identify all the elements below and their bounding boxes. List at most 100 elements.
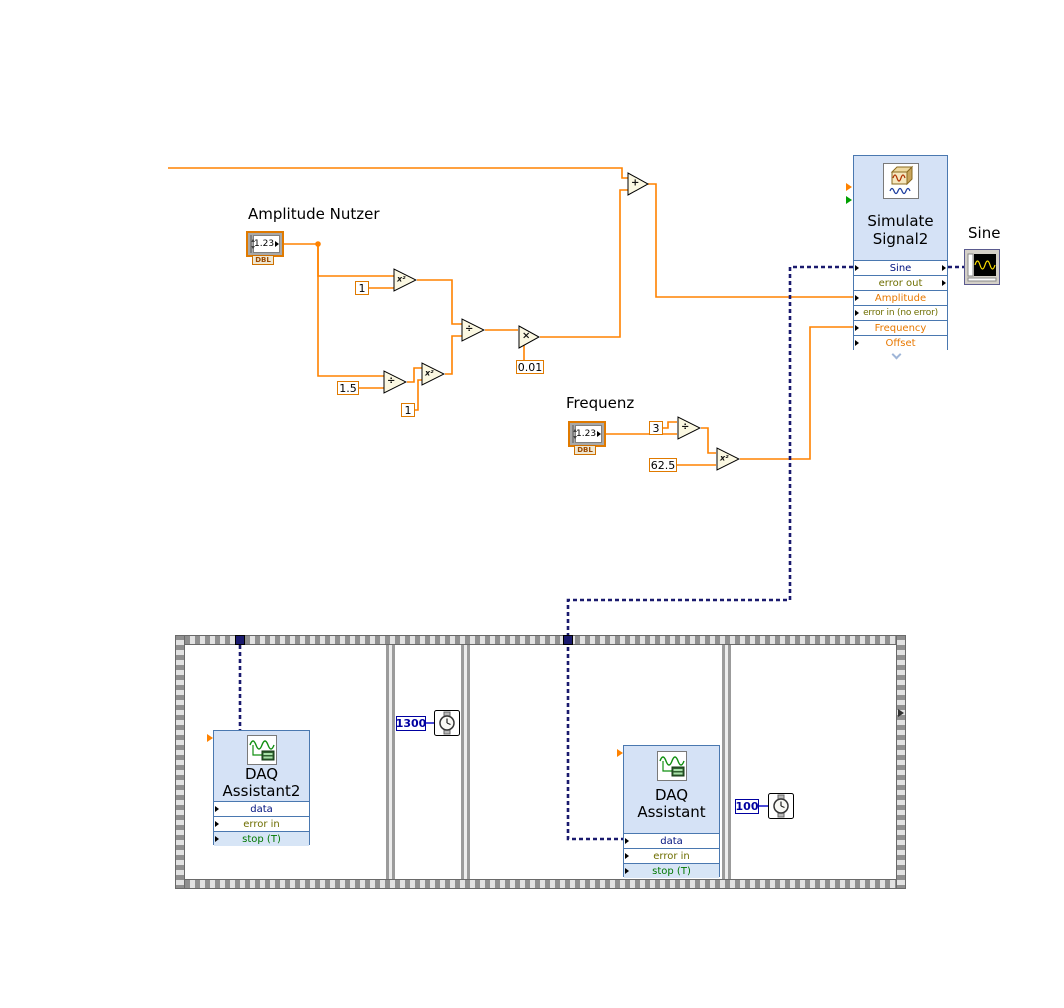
daq-assistant-icon[interactable] [247,735,277,769]
triangle-node-icon [383,370,407,394]
terminal-row-stop[interactable]: stop (T) [624,863,719,878]
wire-branch-divide2[interactable] [317,244,384,377]
sequence-edge-arrow-icon [898,709,904,717]
constant-ratio-base[interactable]: 1.5 [337,381,359,395]
multiply-function[interactable]: × [518,325,540,349]
waveform-graph-icon [964,249,1000,285]
triangle-node-icon [518,325,540,349]
wire-divide2-power3[interactable] [407,367,422,383]
terminal-label: data [250,803,273,815]
constant-wait-100[interactable]: 100 [735,799,759,814]
terminal-row-error-out[interactable]: error out [854,275,947,290]
operator-glyph: x² [720,453,729,463]
daq-assistant2-express-vi[interactable]: DAQ Assistant2 data error in stop (T) [213,730,310,846]
radix-arrow-icon [597,431,602,437]
frequenz-control-value: 1.23 [576,429,597,439]
daq-assistant-express-vi[interactable]: DAQ Assistant data error in stop (T) [623,745,720,878]
input-arrow-icon [625,838,629,844]
control-value-field[interactable]: 1.23 [253,235,281,253]
terminal-row-error-in[interactable]: error in (no error) [854,305,947,320]
terminal-row-error-in[interactable]: error in [624,848,719,863]
sequence-border-top[interactable] [175,635,906,645]
terminal-row-offset[interactable]: Offset [854,335,947,350]
wire-multiply-to-add[interactable] [540,189,628,338]
terminal-row-data[interactable]: data [624,833,719,848]
constant-freq-base[interactable]: 62.5 [649,458,677,472]
constant-scale-factor[interactable]: 0.01 [516,360,544,374]
wire-add-to-amplitude[interactable] [648,183,853,298]
express-vi-title-line1: Simulate [867,212,934,230]
sine-waveform-indicator[interactable] [964,249,1000,289]
terminal-row-amplitude[interactable]: Amplitude [854,290,947,305]
wire-power3-divide4[interactable] [445,335,462,375]
add-function[interactable]: + [627,172,649,196]
terminal-row-sine[interactable]: Sine [854,260,947,275]
time-delay-node[interactable] [434,710,460,740]
express-vi-title-line1: DAQ [244,765,279,783]
divide-function-2[interactable]: ÷ [461,318,485,342]
terminal-label: Frequency [874,322,927,334]
sequence-tunnel-right[interactable] [563,635,573,645]
triangle-node-icon [461,318,485,342]
error-edge-arrow-icon [846,196,852,204]
sequence-frame-divider-1[interactable] [386,645,395,879]
dbl-tag-text: DBL [255,256,271,264]
input-arrow-icon [625,868,629,874]
wire-divide7-power8[interactable] [701,427,716,454]
terminal-label: stop (T) [652,865,691,877]
divide-function-3[interactable]: ÷ [677,416,701,440]
constant-freq-divisor[interactable]: 3 [649,421,663,435]
sequence-border-left[interactable] [175,635,185,889]
input-arrow-icon [855,295,859,301]
triangle-node-icon [716,447,740,471]
input-arrow-icon [855,325,859,331]
wire-power1-divide4[interactable] [417,279,462,325]
sequence-tunnel-left[interactable] [235,635,245,645]
wire-branch-power1[interactable] [317,244,394,277]
frequenz-numeric-control[interactable]: 1.23 [568,421,606,447]
wire-top-feed[interactable] [168,167,628,179]
dbl-type-tag: DBL [252,255,274,265]
increment-decrement-icon[interactable] [250,235,255,253]
simulate-signal-icon[interactable] [883,163,919,203]
terminal-row-data[interactable]: data [214,801,309,816]
amplitude-nutzer-label[interactable]: Amplitude Nutzer [248,205,380,223]
simulate-signal2-express-vi[interactable]: Simulate Signal2 Sine error out Amplitud… [853,155,948,350]
constant-ratio-exponent[interactable]: 1 [401,403,415,417]
sequence-border-bottom[interactable] [175,879,906,889]
constant-amp-exponent[interactable]: 1 [355,281,369,295]
terminal-label: Amplitude [874,292,927,304]
operator-glyph: ÷ [465,323,474,335]
input-arrow-icon [855,340,859,346]
terminal-label: error in [653,850,690,862]
terminal-label: error in (no error) [863,308,938,318]
terminal-label: stop (T) [242,833,281,845]
constant-wait-1300[interactable]: 1300 [395,716,427,731]
express-vi-title-line1: DAQ [654,786,689,804]
power-function-3[interactable]: x² [716,447,740,471]
frequenz-label[interactable]: Frequenz [566,394,635,412]
sequence-frame-divider-3[interactable] [722,645,731,879]
operator-glyph: x² [425,368,434,378]
terminal-row-error-in[interactable]: error in [214,816,309,831]
daq-assistant-icon[interactable] [657,751,687,785]
power-function-2[interactable]: x² [421,362,445,386]
terminal-row-stop[interactable]: stop (T) [214,831,309,846]
power-function-1[interactable]: x² [393,268,417,292]
wire-const3-divide7[interactable] [663,421,677,429]
terminal-row-frequency[interactable]: Frequency [854,320,947,335]
time-delay-node[interactable] [768,793,794,823]
sine-indicator-label[interactable]: Sine [968,224,1001,242]
divide-function-1[interactable]: ÷ [383,370,407,394]
increment-decrement-icon[interactable] [572,425,577,443]
sequence-frame-divider-2[interactable] [461,645,470,879]
sequence-border-right[interactable] [896,635,906,889]
input-arrow-icon [215,821,219,827]
amplitude-numeric-control[interactable]: 1.23 [246,231,284,257]
wire-power8-frequency[interactable] [740,326,853,460]
signal-edge-arrow-icon [617,749,623,757]
expand-chevron-icon[interactable] [891,349,902,360]
control-value-field[interactable]: 1.23 [575,425,603,443]
terminal-label: data [660,835,683,847]
